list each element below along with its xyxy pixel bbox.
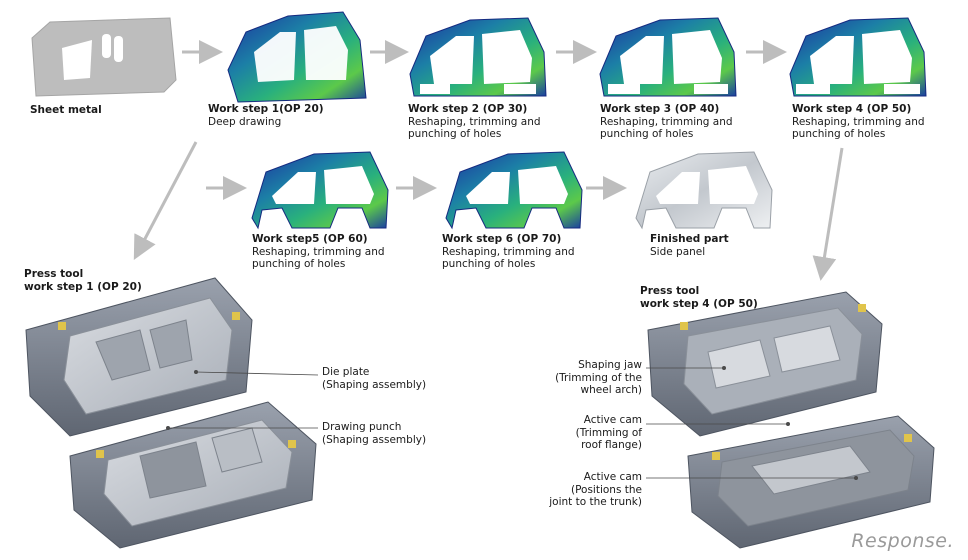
press-tool-4-title: Press tool work step 4 (OP 50): [640, 285, 758, 310]
stage-desc: Side panel: [650, 245, 706, 258]
stage-title: Work step 6 (OP 70): [442, 233, 562, 245]
step1-panel-image: [227, 11, 367, 103]
step2-panel-image: [409, 17, 547, 97]
stage-desc: Reshaping, trimming and punching of hole…: [792, 115, 925, 141]
caption-step5: Work step5 (OP 60) Reshaping, trimming a…: [252, 233, 402, 271]
step3-panel-image: [599, 17, 737, 97]
leader-lines-left: [166, 370, 319, 430]
label-line: joint to the trunk): [549, 496, 642, 508]
caption-sheet-metal: Sheet metal: [30, 104, 102, 117]
caption-step3: Work step 3 (OP 40) Reshaping, trimming …: [600, 103, 750, 141]
leader-die-plate: [195, 371, 319, 376]
press-tool-4-title-line2: work step 4 (OP 50): [640, 297, 758, 310]
stage-desc: Reshaping, trimming and punching of hole…: [252, 245, 385, 271]
stage-title: Sheet metal: [30, 104, 102, 116]
response-watermark: Response.: [851, 530, 954, 552]
stage-desc: Reshaping, trimming and punching of hole…: [408, 115, 541, 141]
label-active-cam-roof: Active cam (Trimming of roof flange): [540, 414, 642, 452]
stage-desc: Deep drawing: [208, 115, 282, 128]
caption-step2: Work step 2 (OP 30) Reshaping, trimming …: [408, 103, 558, 141]
label-active-cam-trunk: Active cam (Positions the joint to the t…: [530, 471, 642, 509]
label-line: Die plate: [322, 366, 370, 378]
stage-title: Work step 3 (OP 40): [600, 103, 720, 115]
label-drawing-punch: Drawing punch (Shaping assembly): [322, 421, 426, 446]
label-line: (Positions the: [570, 483, 642, 496]
press-tool-4-title-line1: Press tool: [640, 285, 700, 297]
label-line: (Shaping assembly): [322, 378, 427, 391]
caption-finished: Finished part Side panel: [650, 233, 770, 258]
sheet-metal-image: [31, 17, 177, 97]
step6-panel-image: [445, 151, 583, 230]
process-arrows: [133, 40, 844, 281]
stage-title: Finished part: [650, 233, 729, 245]
press-tool-1-title-line1: Press tool: [24, 268, 84, 280]
stage-title: Work step5 (OP 60): [252, 233, 368, 245]
label-die-plate: Die plate (Shaping assembly): [322, 366, 426, 391]
step4-panel-image: [789, 17, 927, 97]
caption-step4: Work step 4 (OP 50) Reshaping, trimming …: [792, 103, 942, 141]
label-line: Shaping jaw: [578, 359, 642, 371]
stage-desc: Reshaping, trimming and punching of hole…: [442, 245, 575, 271]
label-line: Active cam: [583, 414, 642, 426]
stage-title: Work step 2 (OP 30): [408, 103, 528, 115]
leader-lines-right: [646, 366, 858, 480]
label-line: (Trimming of the: [555, 371, 642, 384]
step5-panel-image: [251, 151, 389, 230]
arrow-step1-to-presstool1: [133, 141, 198, 260]
stage-desc: Reshaping, trimming and punching of hole…: [600, 115, 733, 141]
arrow-step4-to-presstool4: [812, 147, 844, 281]
label-line: roof flange): [581, 439, 642, 451]
caption-step6: Work step 6 (OP 70) Reshaping, trimming …: [442, 233, 592, 271]
stage-title: Work step 1(OP 20): [208, 103, 324, 115]
stage-title: Work step 4 (OP 50): [792, 103, 912, 115]
label-line: Active cam: [583, 471, 642, 483]
press-tool-4-image: [647, 291, 935, 549]
finished-part-image: [635, 151, 773, 230]
press-tool-1-title: Press tool work step 1 (OP 20): [24, 268, 142, 293]
label-line: (Shaping assembly): [322, 433, 427, 446]
press-tool-1-image: [25, 277, 317, 549]
caption-step1: Work step 1(OP 20) Deep drawing: [208, 103, 368, 128]
label-line: Drawing punch: [322, 421, 402, 433]
label-line: wheel arch): [580, 384, 642, 396]
press-tool-1-title-line2: work step 1 (OP 20): [24, 280, 142, 293]
label-shaping-jaw: Shaping jaw (Trimming of the wheel arch): [540, 359, 642, 397]
label-line: (Trimming of: [575, 426, 642, 439]
